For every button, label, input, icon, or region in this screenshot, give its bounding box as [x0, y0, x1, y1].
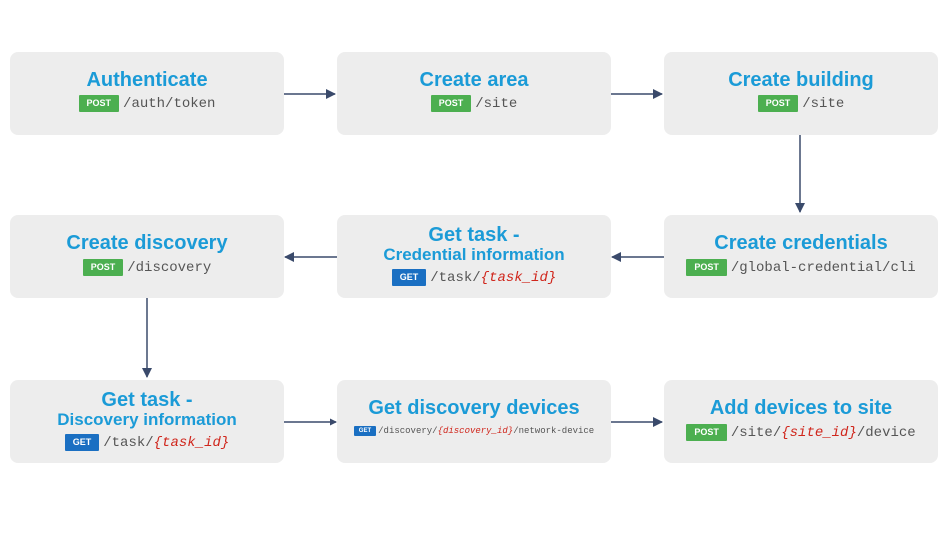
path-param: {site_id}	[781, 424, 857, 441]
method-badge: POST	[82, 259, 124, 276]
path-param: {discovery_id}	[437, 426, 514, 436]
endpoint: GET /discovery/{discovery_id}/network-de…	[337, 426, 611, 436]
path-param: {task_id}	[153, 434, 230, 451]
endpoint-path-prefix: /task/	[430, 269, 481, 286]
step-create-area: Create area POST /site	[337, 52, 611, 135]
endpoint: POST /discovery	[10, 259, 284, 276]
step-title: Create credentials	[714, 232, 888, 254]
endpoint-path: /auth/token	[123, 95, 216, 112]
endpoint-path-suffix: /network-device	[513, 426, 595, 436]
step-title: Authenticate	[86, 69, 208, 91]
step-subtitle: Credential information	[383, 245, 565, 264]
step-get-task-discovery: Get task - Discovery information GET /ta…	[10, 380, 284, 463]
step-create-building: Create building POST /site	[664, 52, 938, 135]
step-get-task-credential: Get task - Credential information GET /t…	[337, 215, 611, 298]
step-title: Add devices to site	[709, 397, 893, 419]
method-badge: POST	[757, 95, 799, 112]
method-badge: POST	[430, 95, 472, 112]
step-title: Create discovery	[66, 232, 228, 254]
endpoint: POST /site	[337, 95, 611, 112]
method-badge: GET	[64, 434, 100, 451]
step-subtitle: Discovery information	[57, 410, 237, 429]
endpoint-path-prefix: /task/	[103, 434, 154, 451]
step-title: Create building	[728, 69, 874, 91]
step-title: Get discovery devices	[368, 397, 580, 419]
endpoint-path-suffix: /device	[856, 424, 916, 441]
step-title: Get task -	[101, 389, 193, 411]
method-badge: POST	[78, 95, 120, 112]
step-title: Get task -	[428, 224, 520, 246]
endpoint: GET /task/{task_id}	[337, 269, 611, 286]
endpoint-path: /global-credential/cli	[730, 259, 916, 276]
step-authenticate: Authenticate POST /auth/token	[10, 52, 284, 135]
step-add-devices-to-site: Add devices to site POST /site/{site_id}…	[664, 380, 938, 463]
step-create-credentials: Create credentials POST /global-credenti…	[664, 215, 938, 298]
endpoint: POST /auth/token	[10, 95, 284, 112]
endpoint: POST /site	[664, 95, 938, 112]
step-get-discovery-devices: Get discovery devices GET /discovery/{di…	[337, 380, 611, 463]
method-badge: POST	[686, 259, 727, 276]
step-title: Create area	[419, 69, 529, 91]
method-badge: GET	[353, 426, 377, 436]
endpoint-path-prefix: /discovery/	[378, 426, 438, 436]
method-badge: POST	[686, 424, 727, 441]
endpoint-path: /discovery	[127, 259, 212, 276]
endpoint: POST /site/{site_id}/device	[664, 424, 938, 441]
endpoint: POST /global-credential/cli	[664, 259, 938, 276]
step-create-discovery: Create discovery POST /discovery	[10, 215, 284, 298]
endpoint: GET /task/{task_id}	[10, 434, 284, 451]
path-param: {task_id}	[480, 269, 557, 286]
method-badge: GET	[391, 269, 427, 286]
endpoint-path: /site	[802, 95, 845, 112]
endpoint-path: /site	[475, 95, 518, 112]
endpoint-path-prefix: /site/	[730, 424, 782, 441]
